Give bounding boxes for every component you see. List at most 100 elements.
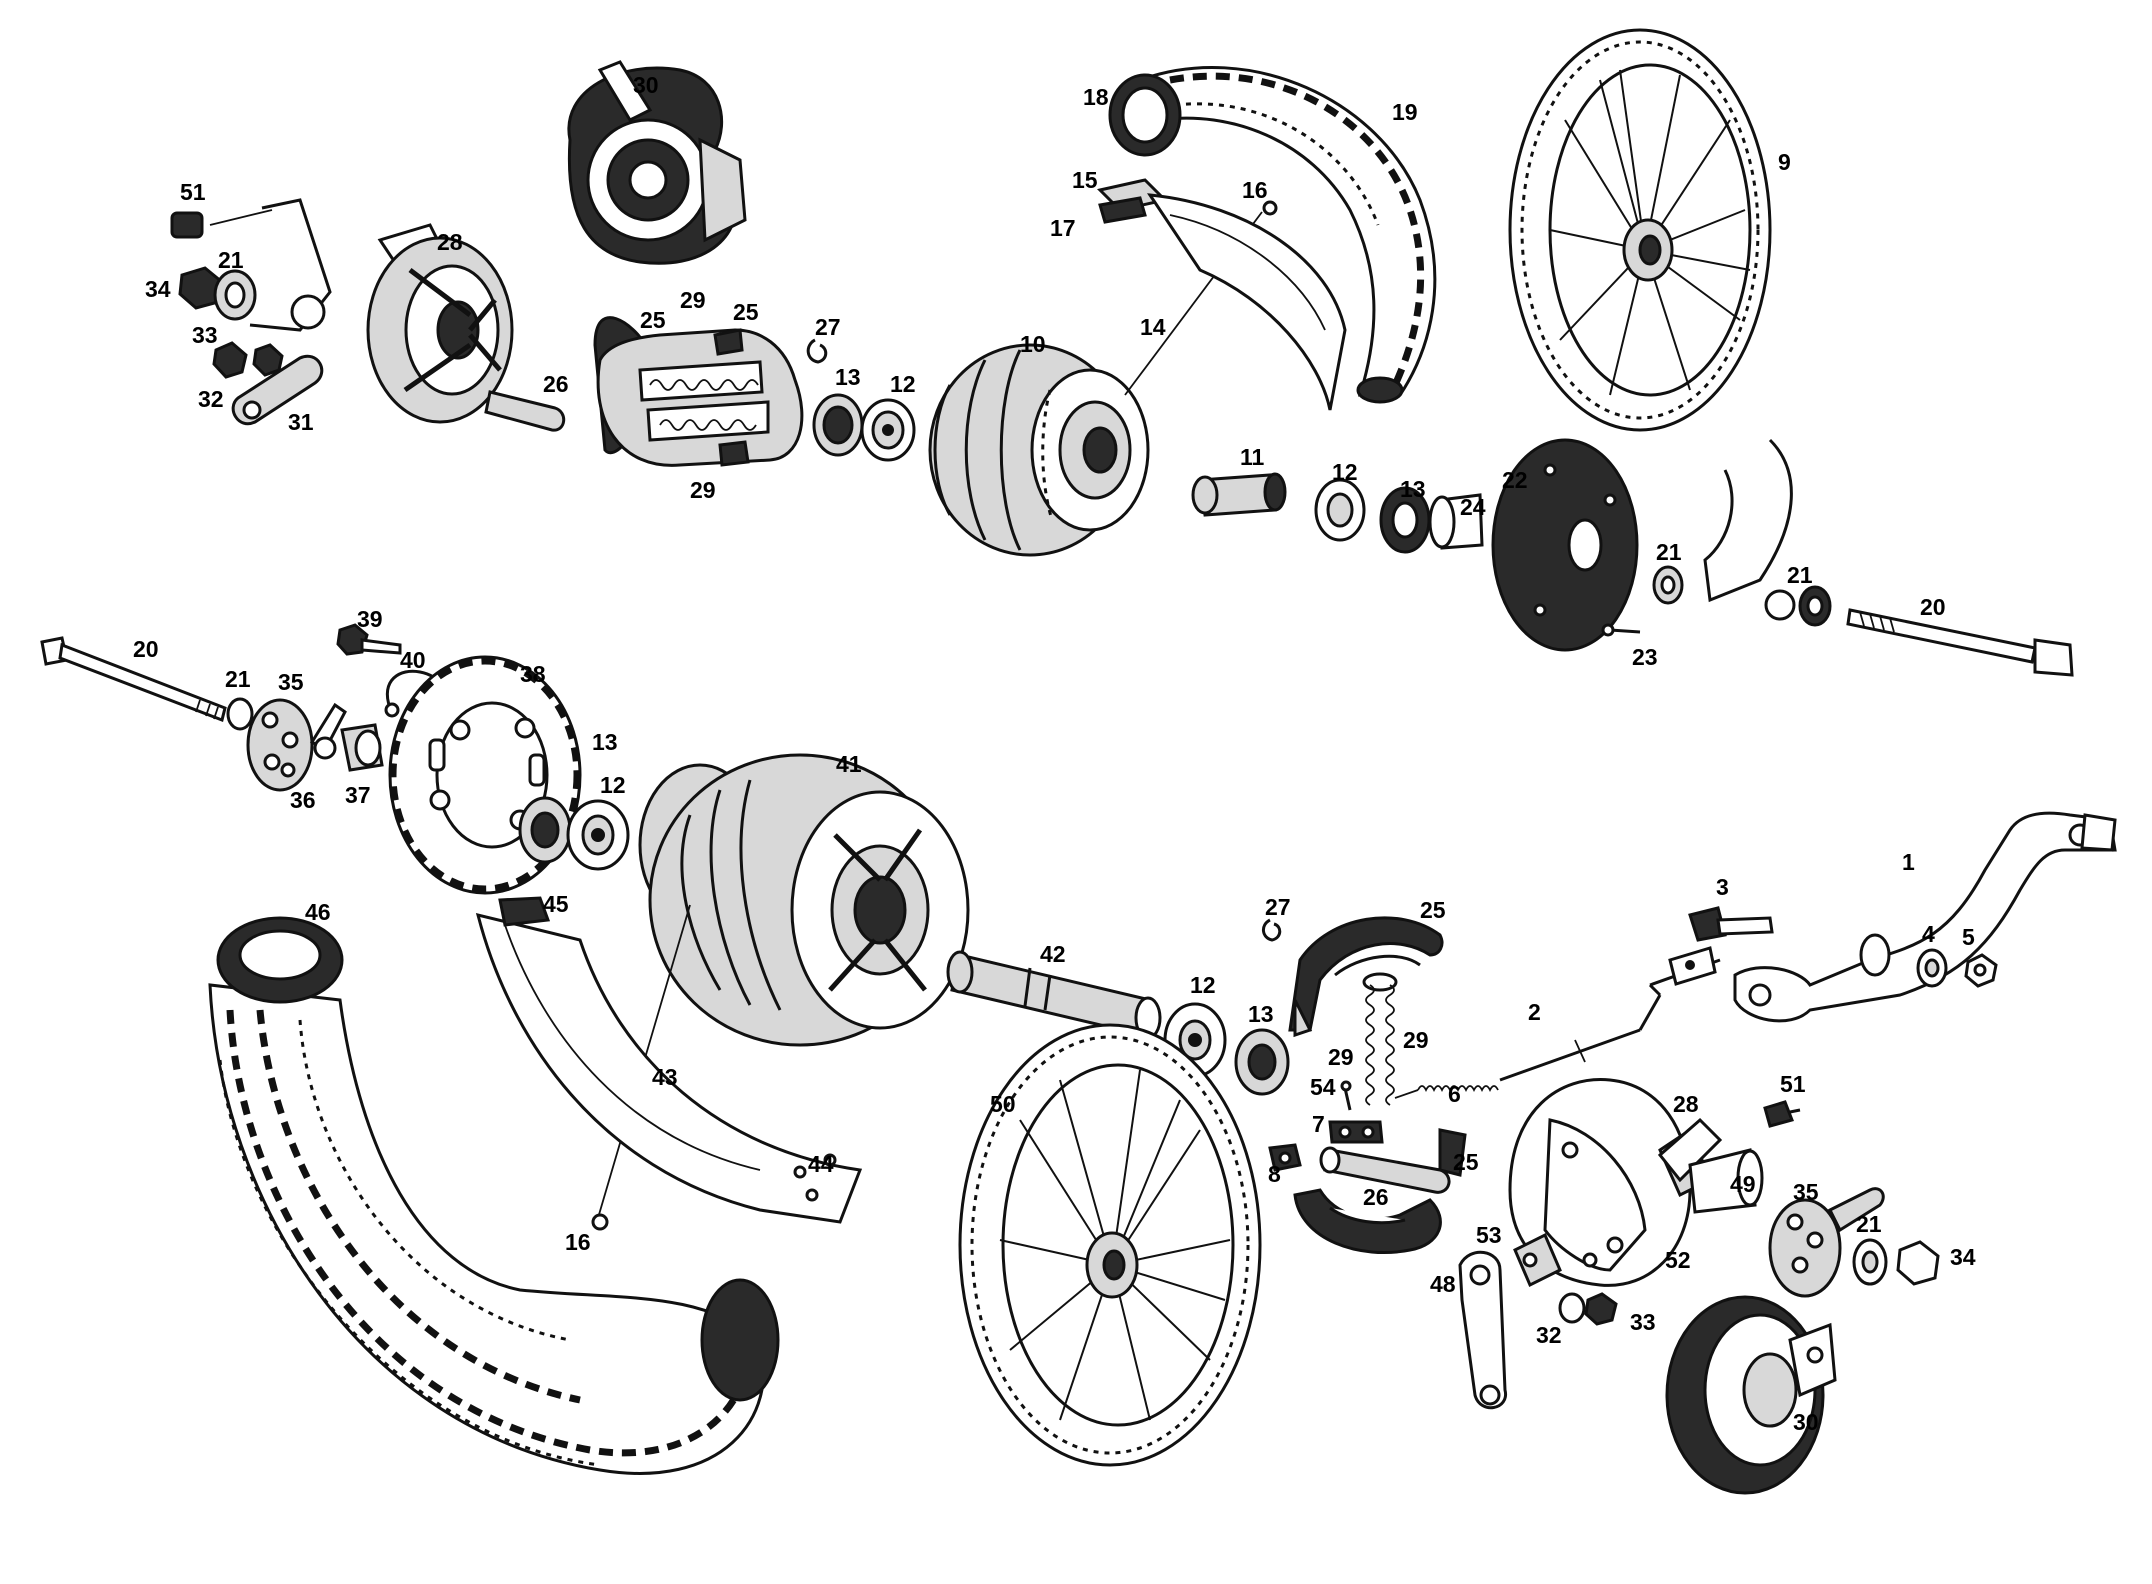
label-9: 9 [1778,149,1791,175]
label-52: 52 [1665,1247,1691,1273]
bearing-12-center [1314,478,1366,542]
nut-8 [1268,1143,1302,1172]
brake-cable-2 [1394,946,1721,1099]
label-51-a: 51 [180,179,206,205]
washer-21-mid [226,697,254,731]
brake-plate-30-top [567,60,747,265]
label-4: 4 [1922,921,1935,947]
label-21-c: 21 [1787,562,1813,588]
label-5: 5 [1962,924,1975,950]
bearing-12-top [860,398,916,462]
brake-plate-28-top [366,223,514,424]
label-22: 22 [1502,467,1528,493]
front-hub-10 [928,343,1150,557]
label-35-a: 35 [278,669,304,695]
label-1: 1 [1902,849,1915,875]
label-40: 40 [400,647,426,673]
rear-hub-41 [638,753,970,1047]
fork-leg-end [1703,438,1796,621]
label-32-b: 32 [1536,1322,1562,1348]
label-43: 43 [652,1064,678,1090]
brake-shoe-25-upper [1288,916,1444,1038]
label-42: 42 [1040,941,1066,967]
nut-5 [1964,953,1998,988]
brake-shoes-25-top [593,316,804,467]
nut-37 [340,723,384,772]
label-32-a: 32 [198,386,224,412]
label-25-a: 25 [640,307,666,333]
label-13-c: 13 [592,729,618,755]
brake-plate-30-lower [1665,1295,1837,1495]
label-2: 2 [1528,999,1541,1025]
seal-13-center [1379,486,1431,554]
rear-rim-45 [475,896,863,1224]
label-30-b: 30 [1793,1409,1819,1435]
bolt-3 [1688,906,1774,942]
brake-arm-48 [1458,1250,1507,1410]
bolt-7 [1328,1120,1384,1144]
axle-20-right [1846,608,2074,677]
sprocket-35-lower [1768,1187,1885,1298]
label-25-b: 25 [733,299,759,325]
label-13-a: 13 [835,364,861,390]
label-45: 45 [543,891,569,917]
brake-plate-28-lower [1508,1078,1712,1287]
label-44: 44 [808,1151,834,1177]
label-33-a: 33 [192,322,218,348]
seal-13-lower [1234,1028,1290,1096]
label-7: 7 [1312,1111,1325,1137]
rear-tire-46 [208,916,780,1475]
label-17: 17 [1050,215,1076,241]
front-wheel-9 [1508,28,1772,432]
label-13-d: 13 [1248,1001,1274,1027]
spacer-24 [1428,493,1484,550]
washer-21-lower [1852,1238,1888,1286]
label-27-b: 27 [1265,894,1291,920]
bracket-53 [1513,1232,1562,1288]
label-21-a: 21 [218,247,244,273]
label-25-c: 25 [1420,897,1446,923]
label-37: 37 [345,782,371,808]
washer-4 [1916,948,1948,988]
clip-27-lower [1262,918,1282,942]
label-33-b: 33 [1630,1309,1656,1335]
label-24: 24 [1460,494,1486,520]
label-38: 38 [520,661,546,687]
swing-arm-end-top [249,198,332,332]
label-31: 31 [288,409,314,435]
nut-51-top [170,209,273,239]
label-19: 19 [1392,99,1418,125]
label-46: 46 [305,899,331,925]
spacer-1-mid [1859,933,1891,977]
nut-51-lower [1763,1100,1801,1128]
label-27-a: 27 [815,314,841,340]
label-28-b: 28 [1673,1091,1699,1117]
bolt-39 [336,623,402,656]
label-48: 48 [1430,1271,1456,1297]
label-49: 49 [1730,1171,1756,1197]
axle-spacer-11 [1191,472,1287,517]
bearing-12-mid [566,799,630,871]
label-29-c: 29 [1403,1027,1429,1053]
label-3: 3 [1716,874,1729,900]
washer-54 [1340,1080,1352,1111]
label-18: 18 [1083,84,1109,110]
label-12-b: 12 [1332,459,1358,485]
label-34-a: 34 [145,276,171,302]
label-8: 8 [1268,1161,1281,1187]
rear-wheel-50 [958,1023,1262,1467]
label-29-b: 29 [690,477,716,503]
brake-lever-bracket-52 [1657,1117,1723,1183]
label-23: 23 [1632,644,1658,670]
axle-spacer-42 [946,950,1162,1040]
brake-cam-26-top [484,390,566,432]
label-34-b: 34 [1950,1244,1976,1270]
label-51-b: 51 [1780,1071,1806,1097]
sprocket-35-mid [246,698,314,792]
label-21-e: 21 [1856,1211,1882,1237]
label-15: 15 [1072,167,1098,193]
label-53: 53 [1476,1222,1502,1248]
label-29-d: 29 [1328,1044,1354,1070]
label-21-b: 21 [1656,539,1682,565]
washer-21-right-a [1652,565,1684,605]
